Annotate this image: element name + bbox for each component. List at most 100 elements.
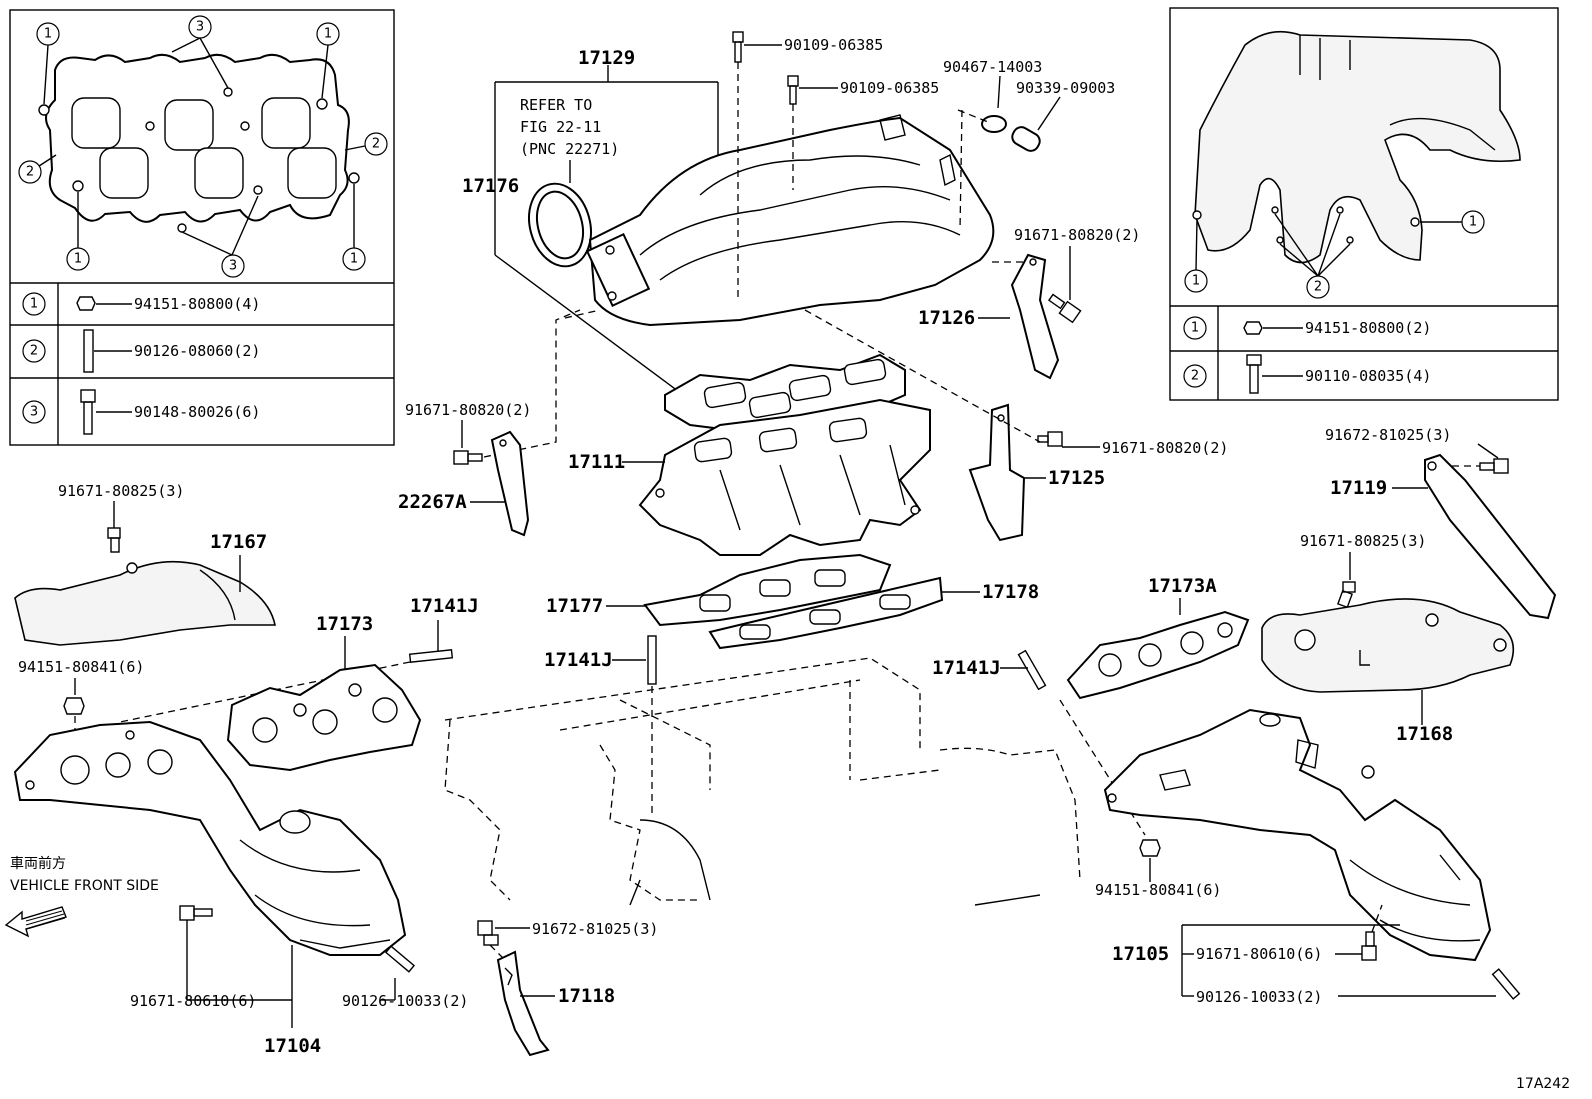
nut-icon	[63, 697, 85, 715]
intake-inset-row-3: 3 90148-80026(6)	[22, 389, 260, 435]
bracket-17126	[1010, 253, 1060, 380]
exhaust-manifold-17105	[1103, 708, 1492, 962]
callout-17129: 17129	[578, 47, 635, 69]
svg-text:1: 1	[1469, 215, 1477, 230]
nut-icon	[76, 296, 96, 311]
svg-text:1: 1	[30, 297, 38, 312]
vehicle-front-jp: 車両前方	[10, 855, 66, 872]
callout-91671-80825-left: 91671-80825(3)	[58, 482, 184, 500]
svg-text:1: 1	[1192, 274, 1200, 289]
callout-17177: 17177	[546, 595, 603, 617]
vehicle-front-en: VEHICLE FRONT SIDE	[10, 878, 159, 894]
callout-90126-10033-left: 90126-10033(2)	[342, 992, 468, 1010]
callout-91671-80610-right: 91671-80610(6)	[1196, 945, 1322, 963]
exhaust-manifold-inset: 1 1 2 1 94151-80800(2) 2 90110-08035(4)	[1169, 7, 1559, 401]
svg-text:2: 2	[1314, 280, 1322, 295]
callout-91671-80610-left: 91671-80610(6)	[130, 992, 256, 1010]
bolt-91672-bottom	[477, 920, 499, 946]
bracket-22267A-group: 91671-80820(2) 22267A	[398, 309, 581, 537]
svg-text:90126-08060(2): 90126-08060(2)	[134, 342, 260, 360]
inset-marker-2: 2	[364, 132, 388, 156]
bracket-17118-group: 91672-81025(3) 17118	[477, 920, 658, 1057]
exhaust-inset-row-1: 1 94151-80800(2)	[1183, 316, 1431, 340]
callout-17178: 17178	[982, 581, 1039, 603]
intake-inset-row-2: 2 90126-08060(2)	[22, 329, 260, 373]
callout-91671-80820-right: 91671-80820(2)	[1102, 439, 1228, 457]
svg-text:90110-08035(4): 90110-08035(4)	[1305, 367, 1431, 385]
inset-marker-1: 1	[36, 22, 60, 46]
callout-17126: 17126	[918, 307, 975, 329]
stud-90126-left	[384, 945, 416, 973]
bolt-91671-80610-left	[179, 905, 213, 921]
inset-marker-1: 1	[342, 247, 366, 271]
clamp-90467	[981, 115, 1007, 133]
svg-text:2: 2	[26, 165, 34, 180]
callout-91672-81025-right: 91672-81025(3)	[1325, 426, 1451, 444]
bracket-17118	[496, 950, 550, 1057]
vehicle-front-indicator: 車両前方 VEHICLE FRONT SIDE	[4, 855, 159, 938]
callout-17168: 17168	[1396, 723, 1453, 745]
svg-text:94151-80800(2): 94151-80800(2)	[1305, 319, 1431, 337]
svg-text:3: 3	[196, 20, 204, 35]
heat-insulator-17167-group: 91671-80825(3) 17167	[14, 482, 276, 646]
bolt-91671-top	[1047, 293, 1082, 324]
exhaust-manifold-17104	[13, 720, 407, 956]
svg-text:90148-80026(6): 90148-80026(6)	[134, 403, 260, 421]
bolt-91672-right	[1479, 458, 1509, 474]
svg-text:1: 1	[1191, 321, 1199, 336]
reference-note-line-1: REFER TO	[520, 96, 592, 114]
svg-text:1: 1	[44, 27, 52, 42]
bolt-91671-left	[453, 450, 483, 465]
callout-94151-80841-right: 94151-80841(6)	[1095, 881, 1221, 899]
nut-94151-left-group: 94151-80841(6)	[18, 658, 144, 755]
callout-90109-06385-a: 90109-06385	[784, 36, 883, 54]
heat-insulator-17168	[1261, 598, 1515, 693]
callout-90467-14003: 90467-14003	[943, 58, 1042, 76]
inset-marker-2: 2	[1306, 275, 1330, 299]
bracket-17126-group: 91671-80820(2) 17126	[918, 226, 1140, 380]
callout-94151-80841-left: 94151-80841(6)	[18, 658, 144, 676]
callout-17167: 17167	[210, 531, 267, 553]
callout-22267A: 22267A	[398, 491, 467, 513]
intake-gasket-inset: 1 1 3 2 2 1 1 3 1 94151-80800(4) 2 90126…	[9, 9, 395, 446]
svg-text:2: 2	[1191, 369, 1199, 384]
nut-icon	[1139, 839, 1161, 857]
svg-text:1: 1	[324, 27, 332, 42]
lower-intake-manifold-17111	[638, 398, 931, 556]
callout-17105: 17105	[1112, 943, 1169, 965]
bolt-91671-80610-right	[1361, 931, 1377, 961]
bolt-91671-right	[1037, 431, 1063, 447]
bracket-22267A	[490, 430, 530, 537]
bolt-91671-825-right	[1337, 581, 1356, 609]
inset-marker-1: 1	[1461, 210, 1485, 234]
callout-91671-80825-right: 91671-80825(3)	[1300, 532, 1426, 550]
inset-marker-1: 1	[316, 22, 340, 46]
front-arrow-icon	[4, 906, 67, 938]
bolt-91671-825-left	[107, 527, 121, 553]
callout-91671-80820-top: 91671-80820(2)	[1014, 226, 1140, 244]
svg-text:2: 2	[372, 137, 380, 152]
intake-inset-row-1: 1 94151-80800(4)	[22, 292, 260, 316]
callout-17119: 17119	[1330, 477, 1387, 499]
reference-note-line-2: FIG 22-11	[520, 118, 601, 136]
inset-marker-3: 3	[221, 254, 245, 278]
exhaust-manifold-17104-group: 91671-80610(6) 90126-10033(2) 17104	[13, 720, 468, 1057]
callout-17104: 17104	[264, 1035, 321, 1057]
stud-icon	[83, 329, 94, 373]
svg-text:1: 1	[350, 252, 358, 267]
intake-plenum-body	[588, 116, 995, 327]
inset-marker-2: 2	[18, 160, 42, 184]
callout-17141J-center: 17141J	[544, 649, 613, 671]
callout-17141J-left: 17141J	[410, 595, 479, 617]
callout-90339-09003: 90339-09003	[1016, 79, 1115, 97]
heat-insulator-17167	[14, 560, 276, 646]
bracket-17119-group: 91672-81025(3) 17119	[1325, 426, 1557, 620]
reference-note-line-3: (PNC 22271)	[520, 140, 619, 158]
inset-marker-3: 3	[188, 15, 212, 39]
intake-gaskets-group: 17177 17178	[546, 553, 1039, 650]
bolt-90109-b	[787, 75, 799, 105]
inset-marker-1: 1	[1184, 269, 1208, 293]
exhaust-manifold-17105-group: 94151-80841(6) 91671-80610(6) 90126-1003…	[1095, 708, 1521, 1006]
exhaust-inset-row-2: 2 90110-08035(4)	[1183, 354, 1431, 394]
